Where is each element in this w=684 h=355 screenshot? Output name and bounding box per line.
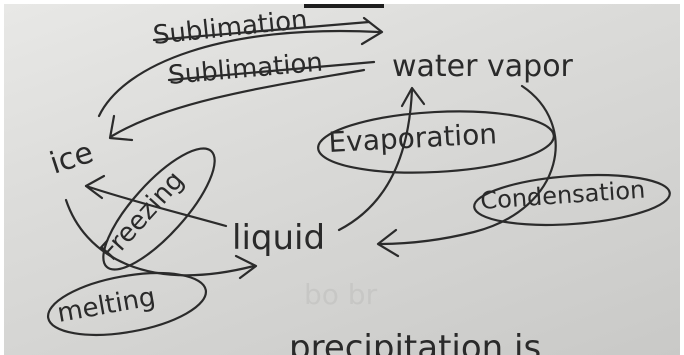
freezing-circle xyxy=(102,147,216,271)
ice-label: ice xyxy=(46,135,98,182)
deposition-arrow xyxy=(110,68,366,138)
water-vapor-label: water vapor xyxy=(392,49,574,84)
ghost-text: bo br xyxy=(304,278,378,311)
bottom-text: precipitation is xyxy=(289,328,541,355)
evaporation-circle xyxy=(317,110,555,174)
sublimation-top-strikethrough xyxy=(152,20,371,42)
freezing-label: Freezing xyxy=(95,166,190,267)
condensation-circle xyxy=(473,174,671,226)
liquid-label: liquid xyxy=(232,218,325,258)
melting-circle xyxy=(46,272,208,336)
melting-arrow-head xyxy=(234,254,258,280)
condensation-arrow-head xyxy=(376,228,400,258)
condensation-arrow xyxy=(377,84,557,246)
evaporation-arrow xyxy=(337,88,414,232)
freezing-arrow-head xyxy=(84,174,106,200)
condensation-label: Condensation xyxy=(479,176,646,215)
evaporation-arrow-head xyxy=(400,86,426,108)
freezing-arrow xyxy=(84,184,228,228)
sublimation-arrow-up-head xyxy=(360,16,384,46)
water-cycle-diagram: bo br Sublimation Sublimation water vapo… xyxy=(46,4,671,355)
top-edge-mark xyxy=(304,4,384,8)
melting-arrow xyxy=(64,198,256,277)
notebook-paper: bo br Sublimation Sublimation water vapo… xyxy=(4,4,680,355)
sublimation-bottom-strikethrough xyxy=(167,60,376,82)
evaporation-label: Evaporation xyxy=(328,117,498,159)
sublimation-arrow-up xyxy=(97,29,381,118)
melting-label: melting xyxy=(55,282,158,329)
deposition-arrow-head xyxy=(108,114,134,142)
